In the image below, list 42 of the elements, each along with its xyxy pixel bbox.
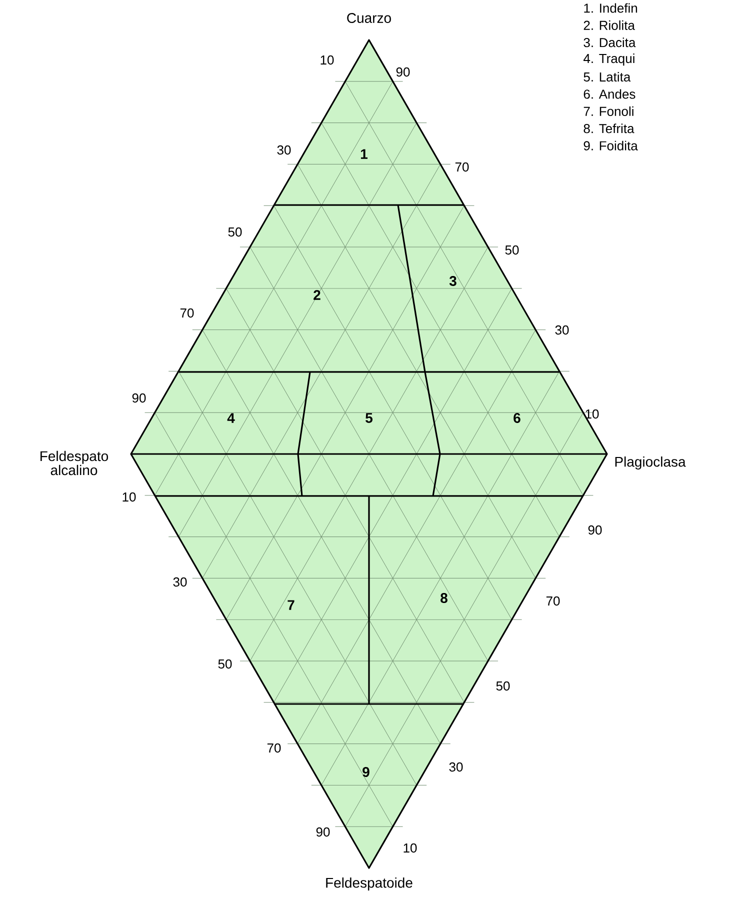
tick-label: 90 xyxy=(316,827,330,837)
legend-item: 5. Latita xyxy=(584,72,631,82)
legend-item: 8. Tefrita xyxy=(584,124,634,134)
tick-label: 50 xyxy=(496,681,510,691)
region-number: 5 xyxy=(366,413,372,423)
tick-label: 10 xyxy=(404,843,417,853)
vertex-label: Cuarzo xyxy=(347,13,391,23)
legend-item: 9. Foidita xyxy=(584,140,638,150)
legend-item: 2. Riolita xyxy=(584,20,635,30)
tick-label: 90 xyxy=(588,525,602,535)
region-number: 8 xyxy=(440,593,448,603)
tick-label: 10 xyxy=(122,492,136,502)
tick-label: 90 xyxy=(396,67,410,77)
legend-item: 3. Dacita xyxy=(584,38,636,48)
region-number: 7 xyxy=(288,600,294,610)
region-number: 4 xyxy=(227,413,235,423)
tick-label: 70 xyxy=(546,596,560,606)
tick-label: 70 xyxy=(180,308,194,318)
tick-label: 30 xyxy=(277,145,291,155)
tick-label: 30 xyxy=(449,762,463,772)
tick-label: 30 xyxy=(555,325,569,335)
region-number: 2 xyxy=(314,290,320,300)
legend-item: 4. Traqui xyxy=(584,54,634,66)
tick-label: 10 xyxy=(586,409,599,419)
tick-label: 50 xyxy=(505,245,519,255)
vertex-label: Plagioclasa xyxy=(615,456,686,470)
region-number: 3 xyxy=(449,276,456,286)
region-number: 1 xyxy=(360,149,368,159)
legend-item: 7. Fonoli xyxy=(584,106,634,116)
region-number: 6 xyxy=(514,413,520,423)
tick-label: 70 xyxy=(455,162,469,172)
tick-label: 90 xyxy=(132,393,146,403)
tick-label: 50 xyxy=(218,659,232,669)
tick-label: 70 xyxy=(267,743,281,753)
legend-item: 6. Andes xyxy=(584,89,636,99)
vertex-label: Feldespatoide xyxy=(326,877,412,891)
region-number: 9 xyxy=(362,767,370,777)
vertex-label: Feldespato alcalino xyxy=(40,450,108,476)
tick-label: 30 xyxy=(173,577,187,587)
legend-item: 1. Indefin xyxy=(584,3,638,13)
tick-label: 10 xyxy=(320,55,334,65)
tick-label: 50 xyxy=(228,227,242,237)
